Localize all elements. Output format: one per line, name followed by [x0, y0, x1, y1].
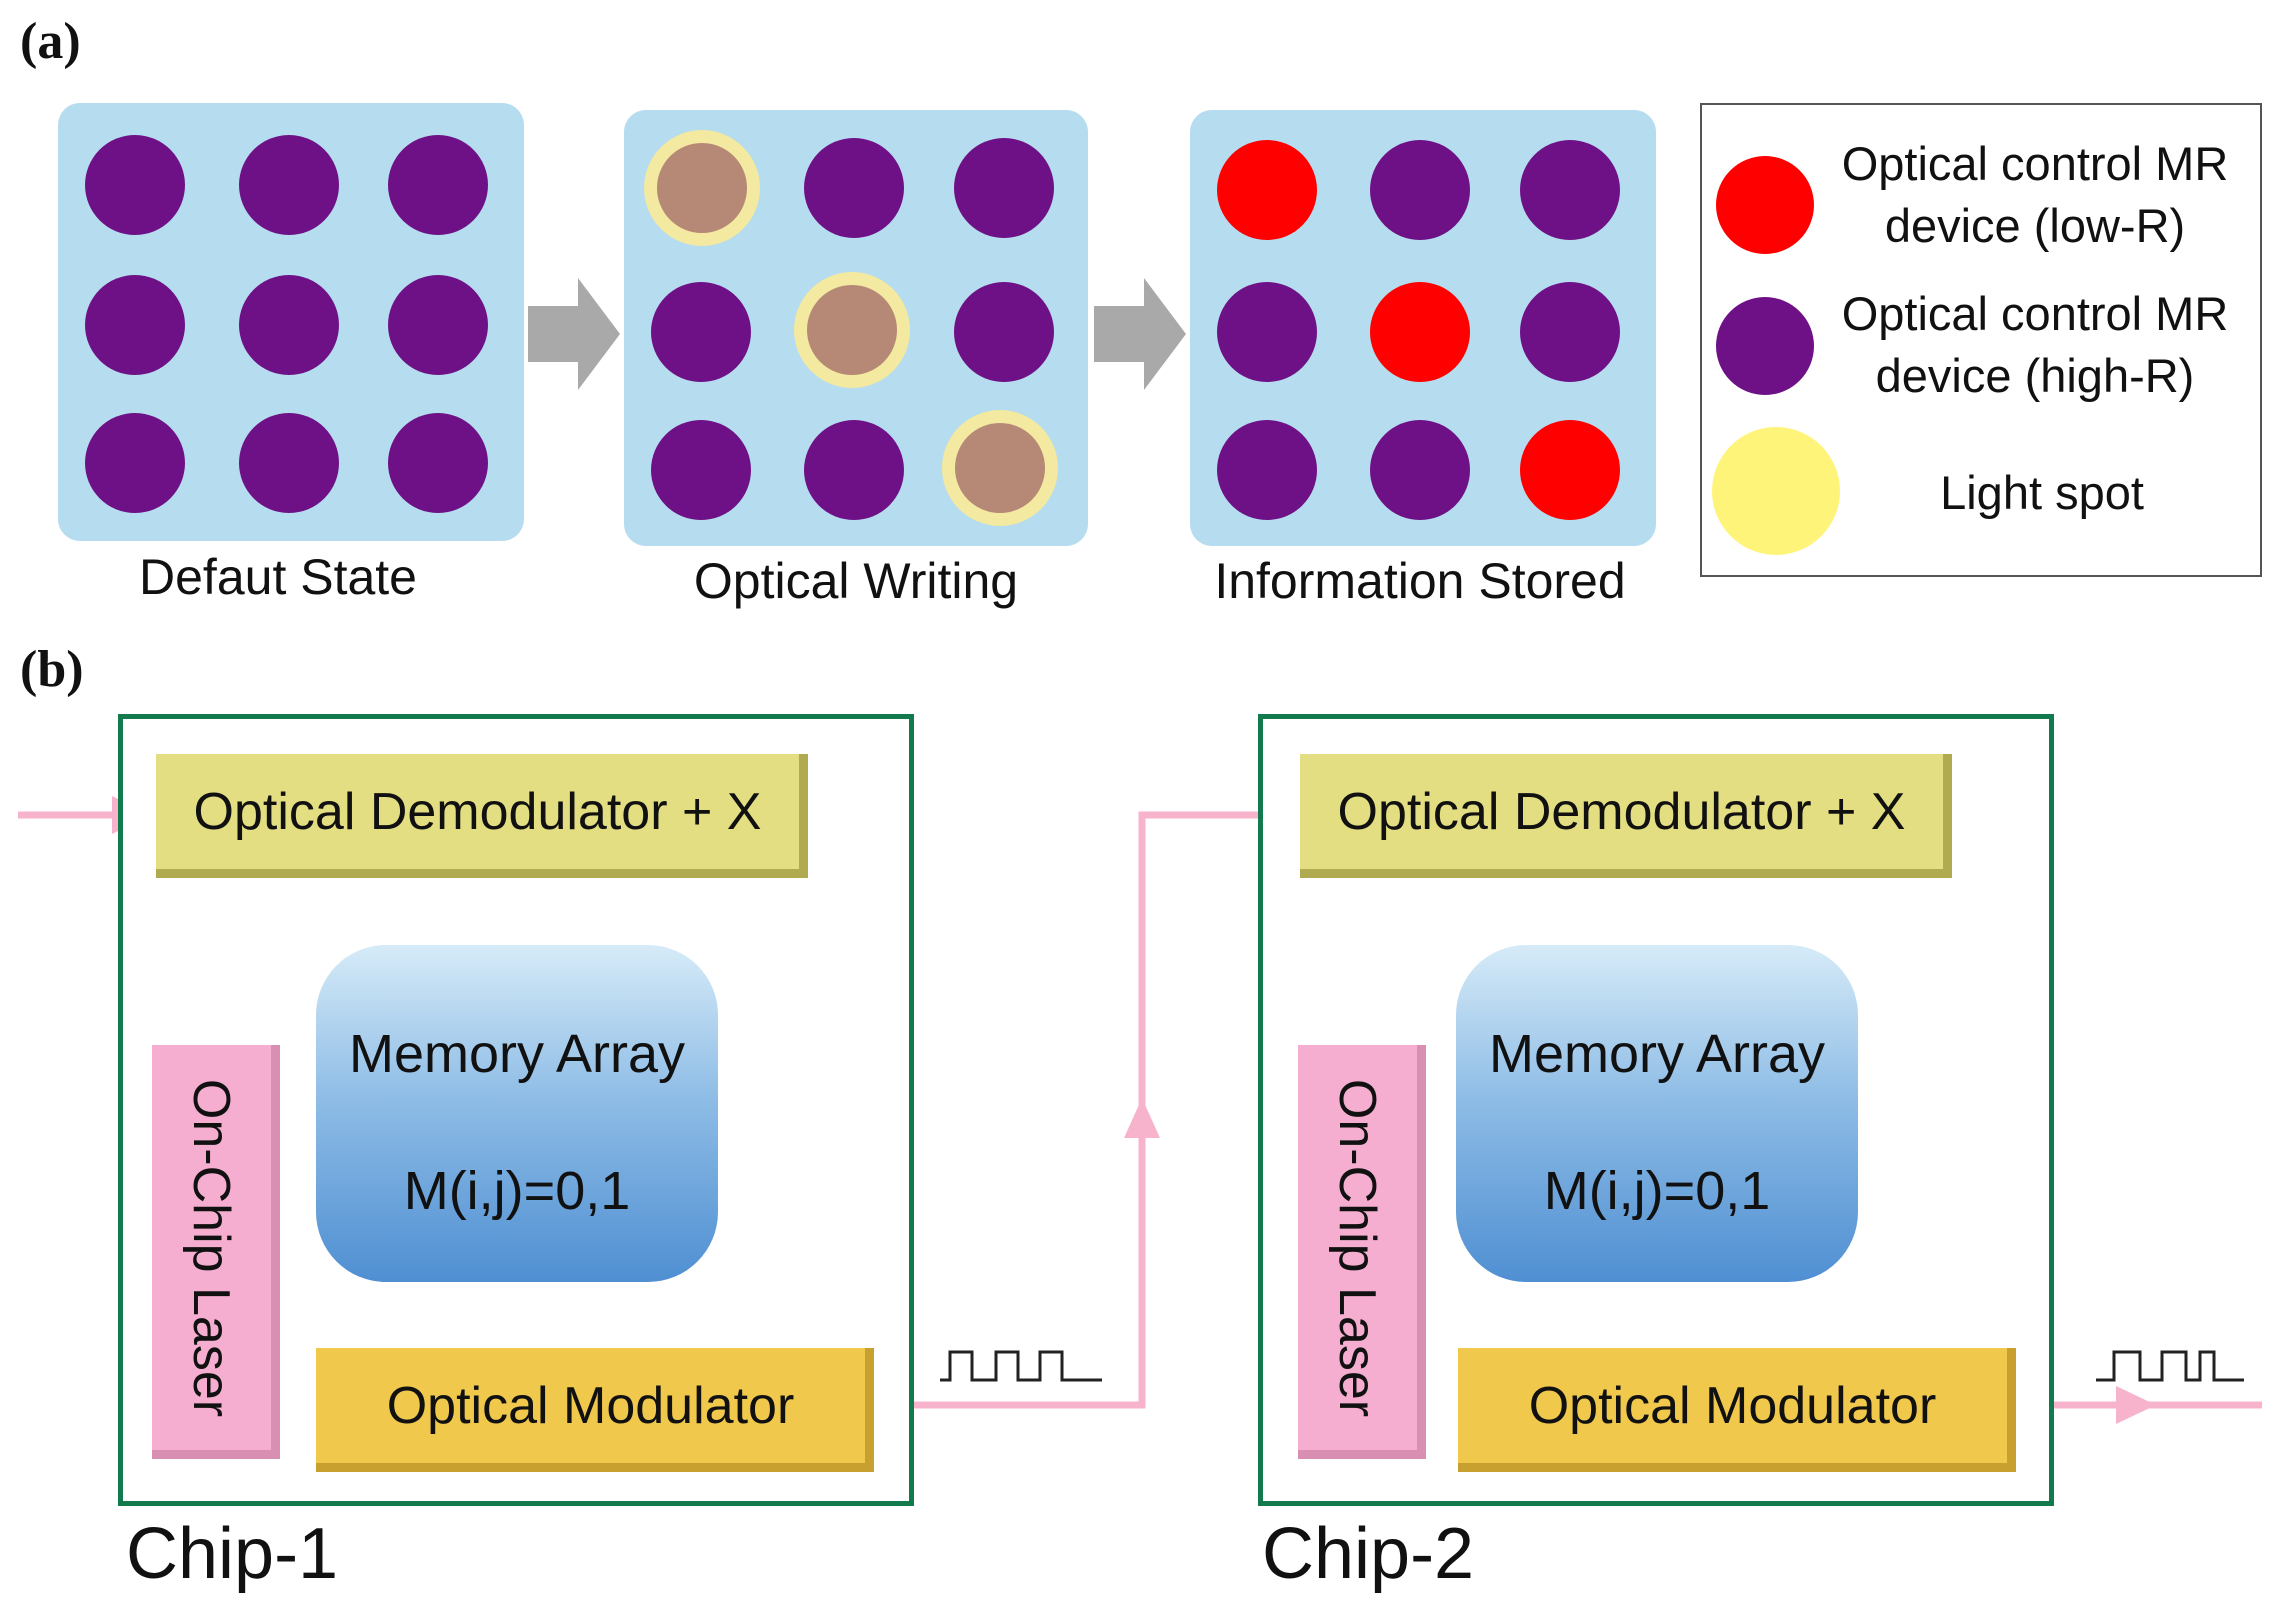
- memory-cell: [388, 135, 488, 235]
- memory-cell: [804, 138, 904, 238]
- stage-stored-grid: [1190, 110, 1656, 546]
- process-arrow-icon: [1094, 278, 1186, 390]
- stage-default-grid: [58, 103, 524, 541]
- memory-cell: [388, 275, 488, 375]
- chip-2-label: Chip-2: [1262, 1514, 1475, 1594]
- stage-default-caption: Defaut State: [139, 549, 417, 605]
- chip-2-optical-demodulator: Optical Demodulator + X: [1300, 754, 1952, 878]
- chip-1-optical-modulator: Optical Modulator: [316, 1348, 874, 1472]
- memory-cell: [1217, 420, 1317, 520]
- legend-light-spot-swatch: [1712, 427, 1840, 555]
- chip-1-on-chip-laser: On-Chip Laser: [152, 1045, 280, 1459]
- memory-cell: [85, 275, 185, 375]
- stage-stored-caption: Information Stored: [1214, 553, 1626, 609]
- memory-cell: [1520, 140, 1620, 240]
- memory-array-title: Memory Array: [348, 1024, 686, 1084]
- memory-cell: [1217, 140, 1317, 240]
- memory-cell: [1520, 282, 1620, 382]
- chip-1-label: Chip-1: [126, 1514, 339, 1594]
- memory-array-formula: M(i,j)=0,1: [1543, 1161, 1771, 1221]
- chip-2-memory-array: Memory Array M(i,j)=0,1: [1456, 945, 1858, 1282]
- memory-cell: [804, 420, 904, 520]
- stage-writing-grid: [624, 110, 1088, 546]
- legend: Optical control MR device (low-R) Optica…: [1700, 103, 2262, 577]
- legend-light-spot-label: Light spot: [1940, 466, 2144, 519]
- memory-cell: [1370, 420, 1470, 520]
- legend-low-r-swatch: [1716, 156, 1814, 254]
- process-arrow-icon: [528, 278, 620, 390]
- stage-writing-caption: Optical Writing: [693, 553, 1019, 609]
- memory-cell: [1520, 420, 1620, 520]
- memory-cell: [1370, 282, 1470, 382]
- memory-cell: [954, 138, 1054, 238]
- memory-cell: [239, 275, 339, 375]
- chip-2-optical-modulator: Optical Modulator: [1458, 1348, 2016, 1472]
- chip-2-on-chip-laser: On-Chip Laser: [1298, 1045, 1426, 1459]
- chip-1-optical-demodulator: Optical Demodulator + X: [156, 754, 808, 878]
- memory-cell: [651, 420, 751, 520]
- laser-label: On-Chip Laser: [1328, 1078, 1387, 1417]
- memory-cell: [651, 282, 751, 382]
- chip-1-memory-array: Memory Array M(i,j)=0,1: [316, 945, 718, 1282]
- memory-array-title: Memory Array: [1488, 1024, 1826, 1084]
- memory-cell: [1217, 282, 1317, 382]
- memory-cell: [388, 413, 488, 513]
- memory-cell: [85, 135, 185, 235]
- memory-array-formula: M(i,j)=0,1: [403, 1161, 631, 1221]
- memory-cell: [239, 413, 339, 513]
- memory-cell: [954, 282, 1054, 382]
- panel-b-label: (b): [20, 641, 84, 698]
- memory-cell: [1370, 140, 1470, 240]
- laser-label: On-Chip Laser: [182, 1078, 241, 1417]
- legend-high-r-label: Optical control MR device (high-R): [1841, 287, 2229, 402]
- panel-a-label: (a): [20, 13, 81, 70]
- memory-cell: [85, 413, 185, 513]
- memory-cell: [239, 135, 339, 235]
- legend-high-r-swatch: [1716, 297, 1814, 395]
- legend-low-r-label: Optical control MR device (low-R): [1841, 137, 2229, 252]
